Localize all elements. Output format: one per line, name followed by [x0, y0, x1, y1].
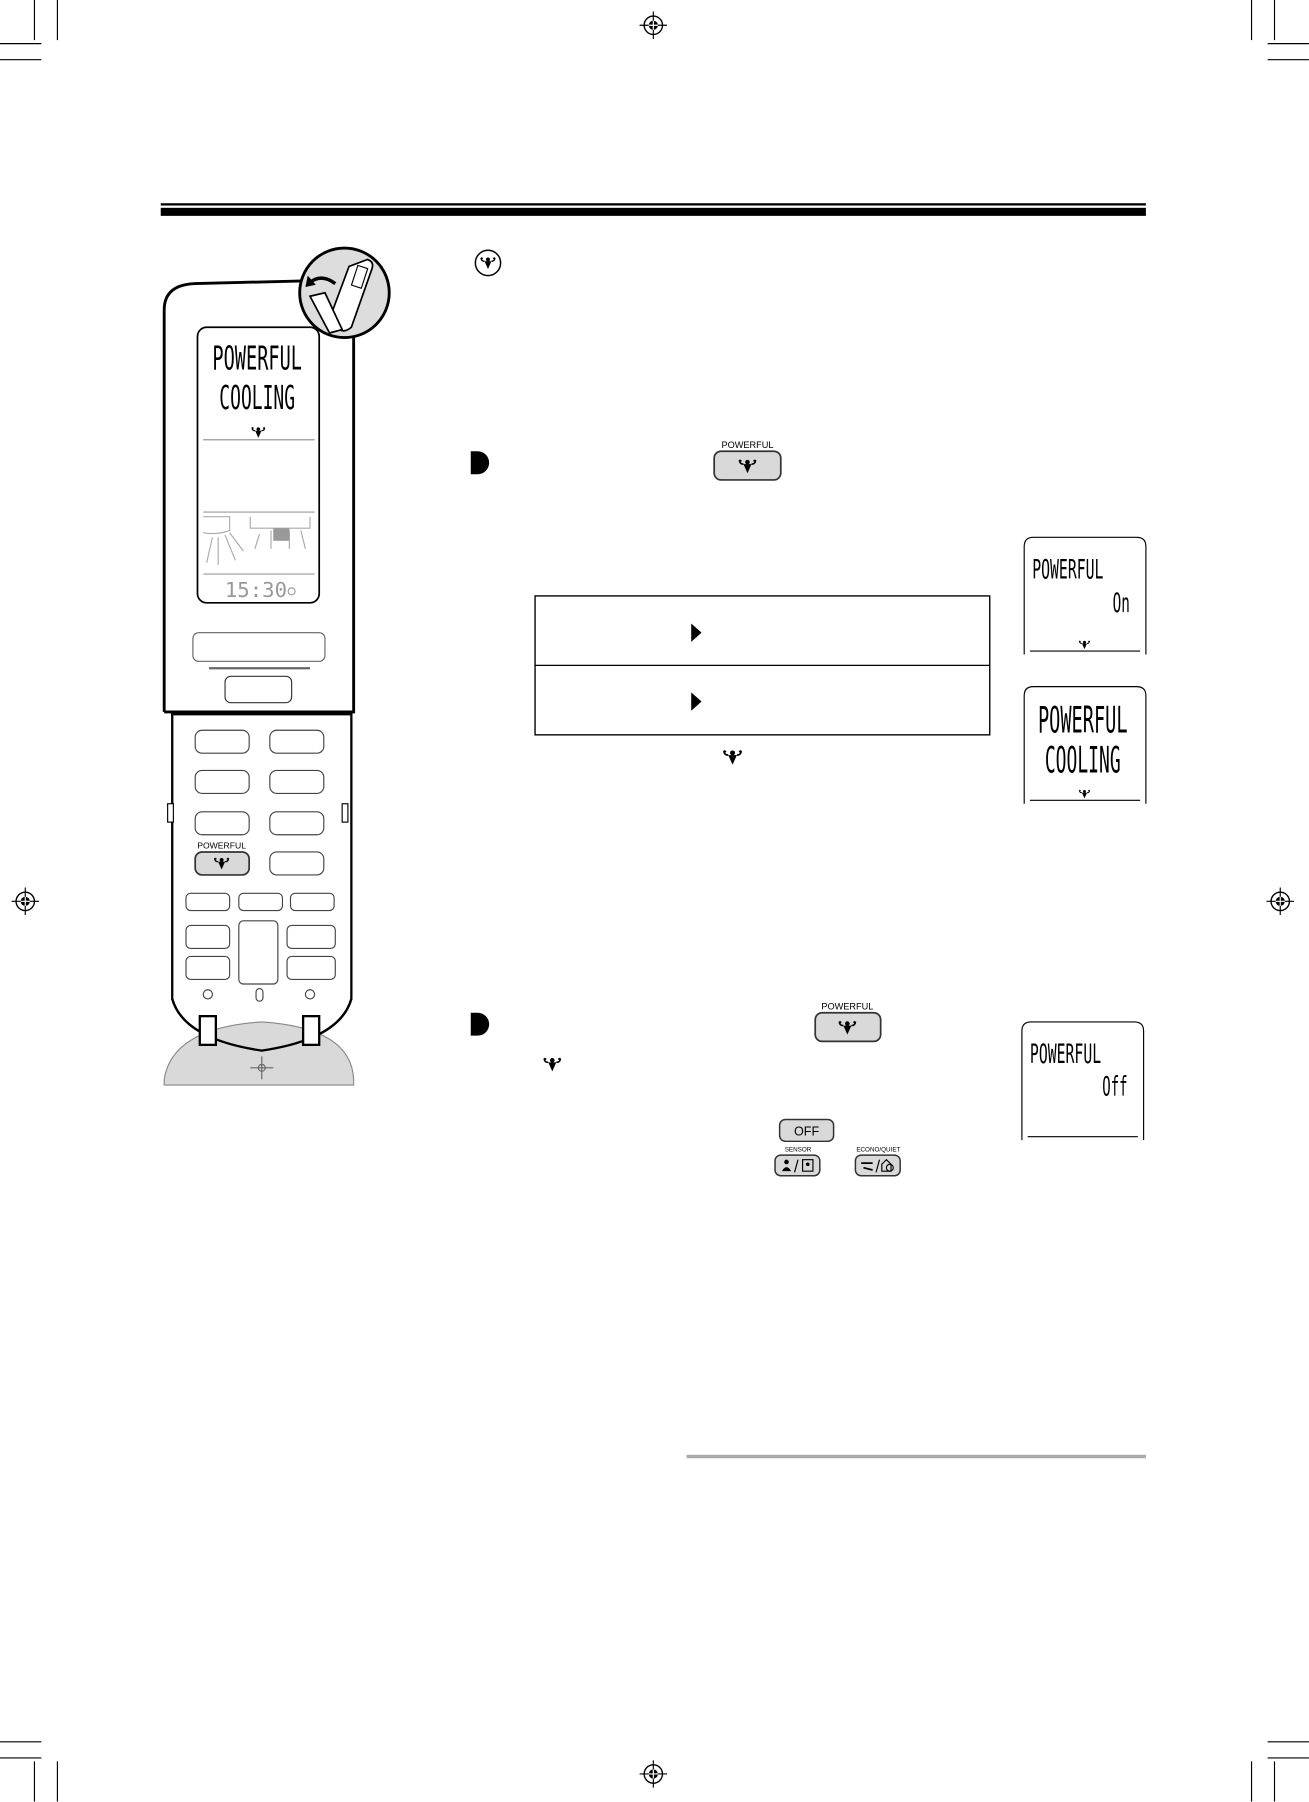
remote-lcd-line1: POWERFUL	[212, 339, 302, 378]
registration-mark-icon	[639, 1760, 668, 1788]
lcd-powerful-cooling: POWERFUL COOLING	[1023, 686, 1147, 804]
open-remote-cover-icon	[298, 246, 391, 340]
econo-quiet-label: ECONO/QUIET	[856, 1147, 900, 1154]
powerful-section-icon	[474, 249, 502, 277]
step-2-bullet	[470, 1012, 490, 1036]
sensor-icon	[781, 1159, 814, 1173]
step2-button-label: POWERFUL	[821, 1001, 873, 1011]
svg-text:Off: Off	[1102, 1071, 1127, 1102]
svg-text:POWERFUL: POWERFUL	[1030, 1039, 1101, 1070]
step1-button-label: POWERFUL	[721, 440, 773, 450]
remote-lcd-clock: 15:30	[225, 578, 287, 602]
powerful-mode-icon	[723, 749, 743, 766]
arrow-right-icon	[691, 692, 702, 711]
remote-illustration: POWERFUL COOLING 15:30 POWERFUL	[162, 246, 391, 1086]
svg-text:POWERFUL: POWERFUL	[1032, 555, 1103, 586]
remote-buttons	[185, 729, 336, 1002]
off-button[interactable]	[778, 1118, 835, 1143]
svg-text:On: On	[1113, 588, 1130, 619]
svg-text:COOLING: COOLING	[1045, 739, 1121, 782]
powerful-mode-icon	[543, 1057, 562, 1073]
svg-text:POWERFUL: POWERFUL	[1038, 699, 1128, 742]
arrow-right-icon	[691, 623, 702, 642]
registration-mark-icon	[11, 887, 40, 916]
header-rule	[160, 203, 1146, 216]
section-divider	[686, 1454, 1146, 1459]
econo-quiet-icon	[861, 1158, 894, 1173]
remote-lcd-line2: COOLING	[219, 378, 295, 417]
mode-table	[534, 595, 991, 736]
registration-mark-icon	[639, 11, 668, 40]
sensor-label: SENSOR	[785, 1147, 812, 1154]
registration-mark-icon	[1266, 887, 1295, 916]
lcd-powerful-on: POWERFUL On	[1023, 536, 1147, 655]
lcd-powerful-off: POWERFUL Off	[1021, 1021, 1145, 1141]
step-1-bullet	[470, 451, 490, 475]
remote-powerful-label: POWERFUL	[197, 841, 246, 851]
off-button-label: OFF	[794, 1125, 820, 1139]
